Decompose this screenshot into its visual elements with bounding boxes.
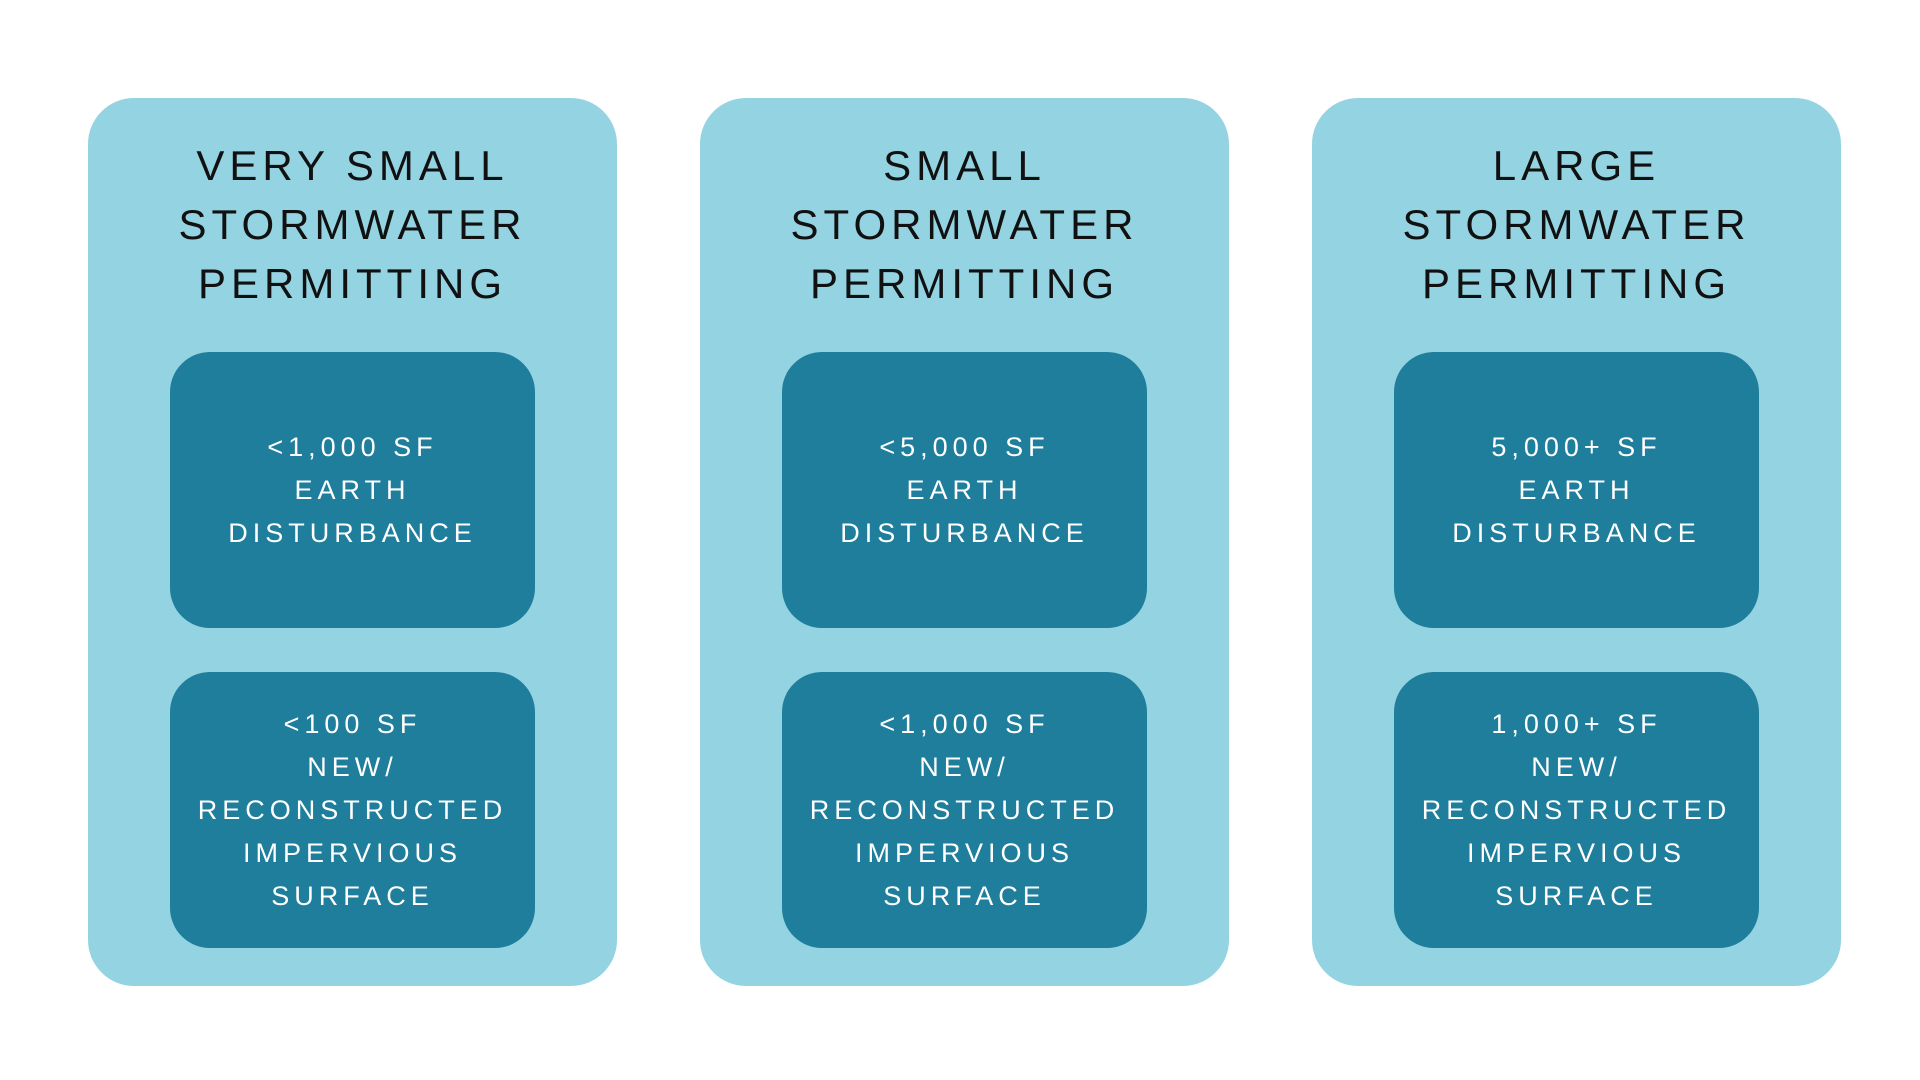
impervious-surface-text: <1,000 SF NEW/ RECONSTRUCTED IMPERVIOUS … bbox=[809, 708, 1120, 911]
impervious-surface-box: <1,000 SF NEW/ RECONSTRUCTED IMPERVIOUS … bbox=[782, 672, 1147, 948]
impervious-surface-box: <100 SF NEW/ RECONSTRUCTED IMPERVIOUS SU… bbox=[170, 672, 535, 948]
earth-disturbance-text: <1,000 SF EARTH DISTURBANCE bbox=[228, 431, 477, 548]
impervious-surface-text: <100 SF NEW/ RECONSTRUCTED IMPERVIOUS SU… bbox=[197, 708, 508, 911]
earth-disturbance-text: <5,000 SF EARTH DISTURBANCE bbox=[840, 431, 1089, 548]
earth-disturbance-box: 5,000+ SF EARTH DISTURBANCE bbox=[1394, 352, 1759, 628]
impervious-surface-box: 1,000+ SF NEW/ RECONSTRUCTED IMPERVIOUS … bbox=[1394, 672, 1759, 948]
earth-disturbance-box: <5,000 SF EARTH DISTURBANCE bbox=[782, 352, 1147, 628]
card-title-large: LARGE STORMWATER PERMITTING bbox=[1402, 142, 1751, 307]
earth-disturbance-text: 5,000+ SF EARTH DISTURBANCE bbox=[1452, 431, 1701, 548]
permitting-card-small: SMALL STORMWATER PERMITTING <5,000 SF EA… bbox=[700, 98, 1229, 986]
card-title-very-small: VERY SMALL STORMWATER PERMITTING bbox=[178, 142, 527, 307]
earth-disturbance-box: <1,000 SF EARTH DISTURBANCE bbox=[170, 352, 535, 628]
card-title-small: SMALL STORMWATER PERMITTING bbox=[790, 142, 1139, 307]
permitting-card-very-small: VERY SMALL STORMWATER PERMITTING <1,000 … bbox=[88, 98, 617, 986]
permitting-card-large: LARGE STORMWATER PERMITTING 5,000+ SF EA… bbox=[1312, 98, 1841, 986]
impervious-surface-text: 1,000+ SF NEW/ RECONSTRUCTED IMPERVIOUS … bbox=[1421, 708, 1732, 911]
